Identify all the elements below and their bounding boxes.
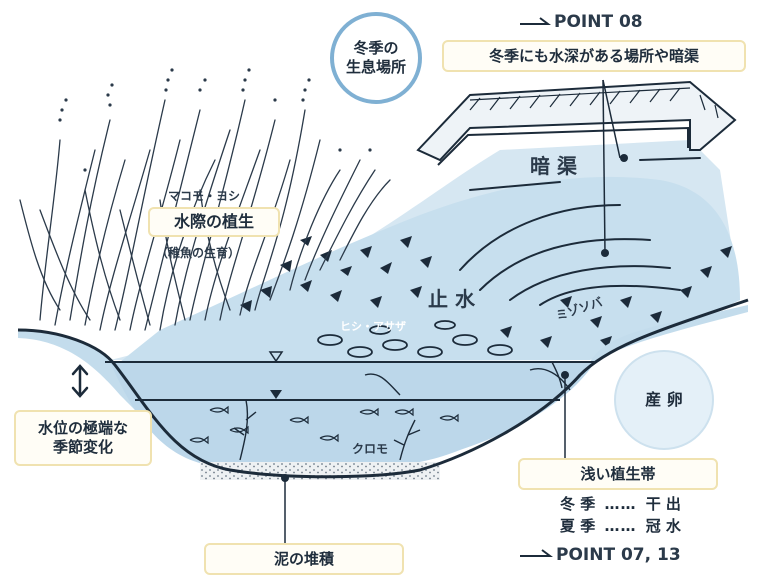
still-water-label: 止 水 bbox=[428, 287, 475, 311]
reed-seed-dots bbox=[58, 68, 372, 172]
culvert-hatching bbox=[469, 87, 719, 119]
still-water-area bbox=[120, 176, 740, 362]
season-name: 冬 季 bbox=[560, 495, 596, 513]
marker-dot bbox=[620, 154, 628, 162]
point-08-label: POINT 08 bbox=[554, 12, 643, 32]
floating-plants bbox=[240, 236, 732, 348]
waterside-vegetation-text: 水際の植生 bbox=[173, 212, 254, 231]
water-chestnut-leaves bbox=[317, 320, 513, 358]
point-07-13-label: POINT 07, 13 bbox=[556, 545, 681, 565]
reeds bbox=[19, 99, 391, 331]
marker-dot bbox=[561, 371, 569, 379]
winter-depth-text: 冬季にも水深がある場所や暗渠 bbox=[488, 46, 699, 65]
waterside-vegetation-box: 水際の植生 bbox=[148, 207, 280, 237]
submerged-plants bbox=[233, 361, 571, 461]
lower-basin bbox=[110, 362, 595, 468]
season-row-summer: 夏 季 …… 冠 水 bbox=[560, 517, 681, 535]
water-level-text: 水位の極端な 季節変化 bbox=[37, 419, 128, 456]
spawning-label: 産 卵 bbox=[645, 390, 683, 409]
winter-habitat-circle: 冬季の 生息場所 bbox=[330, 12, 422, 104]
arrow-icon bbox=[520, 17, 551, 25]
season-state: 冠 水 bbox=[645, 517, 681, 535]
leader-line bbox=[602, 79, 621, 159]
shallow-vegetation-box: 浅い植生帯 bbox=[518, 458, 718, 490]
fish bbox=[189, 405, 459, 445]
water-level-box: 水位の極端な 季節変化 bbox=[14, 410, 152, 466]
season-row-winter: 冬 季 …… 干 出 bbox=[560, 495, 681, 513]
water-level-triangle-icon bbox=[268, 351, 284, 363]
fry-growth-label: （稚魚の生育） bbox=[156, 246, 241, 260]
reed-species-label: マコモ・ヨシ bbox=[168, 189, 241, 203]
leader-line bbox=[602, 79, 606, 254]
mud-deposit-text: 泥の堆積 bbox=[273, 549, 334, 568]
water-level-triangle-icon bbox=[270, 390, 282, 399]
season-name: 夏 季 bbox=[560, 517, 596, 535]
kuromo-label: クロモ bbox=[352, 442, 389, 456]
marker-dot bbox=[281, 474, 289, 482]
season-state: 干 出 bbox=[645, 495, 681, 513]
hishi-label: ヒシ・アサザ bbox=[340, 320, 406, 333]
marker-dot bbox=[601, 249, 609, 257]
arrow-icon bbox=[520, 549, 553, 557]
culvert-label: 暗 渠 bbox=[530, 154, 577, 178]
current-lines bbox=[459, 157, 701, 306]
season-table: 冬 季 …… 干 出 夏 季 …… 冠 水 bbox=[560, 493, 681, 537]
mud-deposit-box: 泥の堆積 bbox=[204, 543, 404, 575]
winter-depth-box: 冬季にも水深がある場所や暗渠 bbox=[442, 40, 746, 72]
shallow-vegetation-text: 浅い植生帯 bbox=[580, 464, 656, 483]
winter-habitat-label: 冬季の 生息場所 bbox=[345, 39, 406, 76]
spawning-circle: 産 卵 bbox=[614, 350, 714, 450]
ground-profile bbox=[17, 298, 749, 479]
up-down-arrow-icon bbox=[71, 364, 89, 398]
